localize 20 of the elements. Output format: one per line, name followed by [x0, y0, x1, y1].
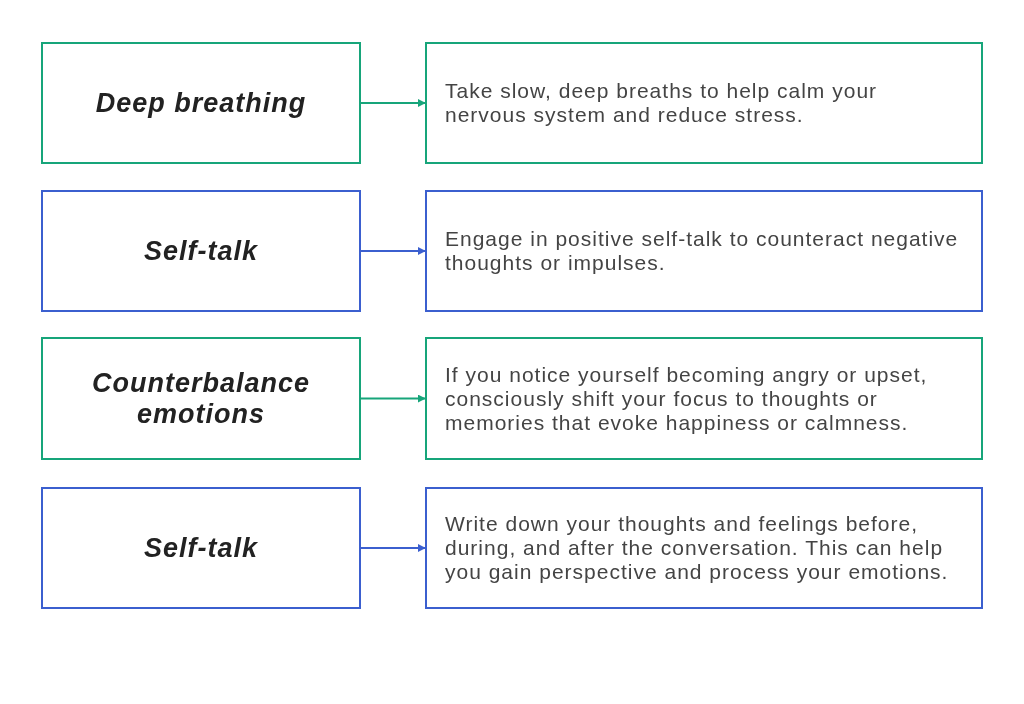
technique-box: [41, 190, 361, 312]
technique-label: Deep breathing: [94, 87, 308, 119]
technique-box: [41, 42, 361, 164]
description-text: Engage in positive self-talk to counteract negative thoughts or impulses.: [444, 227, 960, 275]
technique-label: Counterbalance emotions: [90, 367, 311, 430]
technique-box: [41, 487, 361, 609]
description-box: [425, 487, 983, 609]
description-text: If you notice yourself becoming angry or upset, consciously shift your focus to thoughts or memories that evoke happiness or calmness.: [444, 362, 929, 435]
description-text: Take slow, deep breaths to help calm your nervous system and reduce stress.: [444, 79, 879, 127]
arrow: [360, 394, 426, 403]
technique-box: [41, 337, 361, 460]
description-box: [425, 337, 983, 460]
description-text: Write down your thoughts and feelings before, during, and after the conversation. This can help you gain perspective and process your emotions.: [444, 512, 950, 584]
arrow: [360, 544, 426, 552]
technique-label: Self-talk: [142, 235, 259, 267]
arrow: [360, 247, 426, 255]
arrow: [360, 99, 426, 107]
technique-label: Self-talk: [142, 532, 259, 564]
description-box: [425, 190, 983, 312]
description-box: [425, 42, 983, 164]
